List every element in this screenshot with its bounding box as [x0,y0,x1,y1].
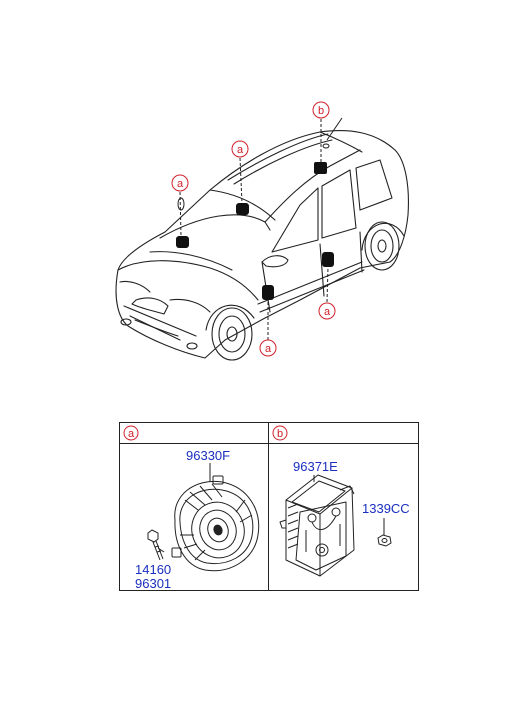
part-number-amplifier: 96371E [293,459,338,474]
vehicle-illustration [115,130,409,361]
svg-text:a: a [324,306,331,318]
nut-icon [377,534,392,547]
svg-text:a: a [237,144,244,156]
part-number-nut: 1339CC [362,501,410,516]
svg-text:b: b [318,105,324,117]
leader-lines [179,119,329,340]
bolt-icon [147,529,164,561]
table-header-b: b [272,425,288,441]
speaker-marker-dash-left [176,236,189,248]
car-callouts: a a b a a [171,101,336,357]
tweeter-ring [177,197,185,211]
bolt-leader-line [157,547,165,553]
callout-b-rear: b [312,101,330,119]
svg-text:a: a [128,428,135,440]
speaker-icon [171,475,260,572]
callout-a-dash-right: a [231,140,249,158]
svg-text:a: a [177,178,184,190]
svg-text:a: a [265,343,272,355]
speaker-marker-rear-door [322,252,334,267]
part-number-speaker-assy: 96301 [135,576,171,591]
callout-a-dash-left: a [171,174,189,192]
part-number-speaker: 96330F [186,448,230,463]
speaker-location-markers [176,162,334,300]
part-number-bolt: 14160 [135,562,171,577]
callout-a-front-door: a [259,339,277,357]
svg-text:b: b [277,428,283,440]
amplifier-marker [314,162,327,174]
amplifier-icon [279,474,355,577]
antenna-base [322,143,330,149]
speaker-marker-front-door [262,285,274,300]
speaker-marker-dash-right [236,203,249,215]
table-header-a: a [123,425,139,441]
detail-table [119,422,419,591]
callout-a-rear-door: a [318,302,336,320]
antenna-line [326,117,343,141]
